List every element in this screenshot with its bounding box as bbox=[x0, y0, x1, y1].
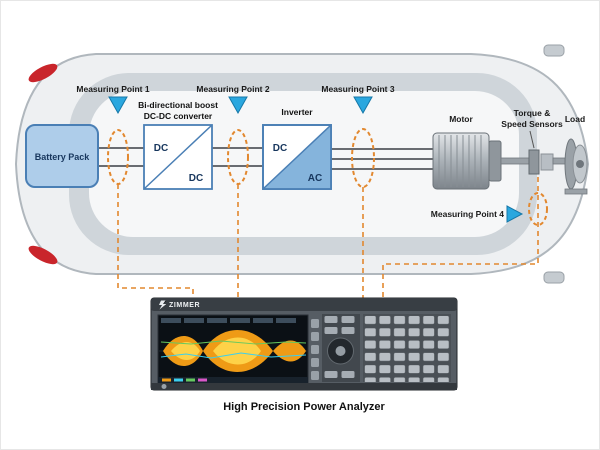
measuring-point-3-label: Measuring Point 3 bbox=[321, 84, 394, 94]
tail-light-left-top-icon bbox=[28, 63, 58, 83]
brand-lightning-icon bbox=[159, 300, 167, 310]
power-analyzer: ZIMMER bbox=[150, 297, 458, 391]
dcdc-converter: Bi-directional boost DC-DC converter DC … bbox=[138, 100, 218, 190]
probe-lines bbox=[117, 177, 539, 301]
screen-status-bar bbox=[158, 377, 308, 383]
battery-pack-block bbox=[25, 124, 99, 188]
measuring-point-2-label: Measuring Point 2 bbox=[196, 84, 269, 94]
analyzer-waveform bbox=[160, 330, 307, 372]
measuring-point-1-marker-icon bbox=[108, 96, 128, 115]
battery-pack-label: Battery Pack bbox=[35, 152, 91, 162]
dcdc-top-label: DC bbox=[154, 143, 168, 154]
side-mirror-top bbox=[543, 44, 565, 57]
side-mirror-bottom bbox=[543, 271, 565, 284]
analyzer-dial-center bbox=[335, 346, 346, 356]
power-button bbox=[161, 384, 167, 389]
analyzer-top-strip bbox=[151, 298, 457, 311]
battery-pack: Battery Pack bbox=[25, 124, 99, 188]
dcdc-bottom-label: DC bbox=[189, 173, 203, 184]
sensor-body bbox=[540, 153, 554, 171]
measuring-point-3: Measuring Point 3 bbox=[321, 84, 395, 188]
motor-end-cap bbox=[488, 140, 502, 182]
inverter-title: Inverter bbox=[281, 107, 313, 117]
tail-light-left-bottom-icon bbox=[28, 245, 58, 265]
motor-shaft bbox=[500, 157, 530, 165]
screen-status-ticks bbox=[162, 378, 207, 382]
nav-panel-keys-top bbox=[323, 314, 358, 336]
dcdc-title-line1: Bi-directional boost bbox=[138, 100, 218, 110]
load-hub bbox=[576, 160, 584, 168]
softkey-buttons bbox=[311, 319, 319, 380]
sensor-shaft bbox=[552, 157, 566, 165]
inverter-top-label: DC bbox=[273, 143, 287, 154]
motor-ribs bbox=[438, 135, 482, 187]
measuring-ellipse-3 bbox=[351, 128, 375, 188]
nav-panel-keys-bottom bbox=[323, 367, 358, 382]
dcdc-title-line2: DC-DC converter bbox=[144, 111, 213, 121]
inverter-bottom-label: AC bbox=[308, 173, 322, 184]
measuring-point-1-label: Measuring Point 1 bbox=[76, 84, 149, 94]
dcdc-diagonal bbox=[143, 124, 213, 190]
motor-label: Motor bbox=[449, 114, 473, 124]
analyzer-caption: High Precision Power Analyzer bbox=[223, 401, 385, 413]
load: Load bbox=[564, 114, 588, 195]
torque-speed-sensors: Torque & Speed Sensors bbox=[501, 108, 566, 175]
sensors-label-line2: Speed Sensors bbox=[501, 119, 563, 129]
load-label: Load bbox=[565, 114, 585, 124]
measuring-point-2-marker-icon bbox=[228, 96, 248, 115]
inverter-diagonal bbox=[262, 124, 332, 190]
motor: Motor bbox=[432, 114, 530, 190]
sensor-coupling bbox=[528, 149, 540, 175]
measuring-point-4: Measuring Point 4 bbox=[431, 192, 548, 226]
measuring-point-3-marker-icon bbox=[353, 96, 373, 115]
inverter-border bbox=[262, 124, 332, 190]
inverter: Inverter DC AC bbox=[262, 107, 332, 190]
power-wiring bbox=[98, 147, 433, 170]
screen-menu-row bbox=[161, 318, 296, 323]
keypad-buttons bbox=[363, 314, 451, 382]
measuring-ellipse-4 bbox=[528, 192, 548, 226]
analyzer-brand: ZIMMER bbox=[169, 302, 200, 309]
load-base bbox=[564, 188, 588, 195]
measuring-point-4-marker-icon bbox=[506, 205, 524, 223]
sensors-pointer-line bbox=[529, 130, 535, 149]
probe-line-4 bbox=[382, 177, 539, 301]
measuring-point-4-label: Measuring Point 4 bbox=[431, 209, 504, 219]
analyzer-bottom-strip bbox=[151, 383, 457, 390]
sensors-label-line1: Torque & bbox=[514, 108, 551, 118]
